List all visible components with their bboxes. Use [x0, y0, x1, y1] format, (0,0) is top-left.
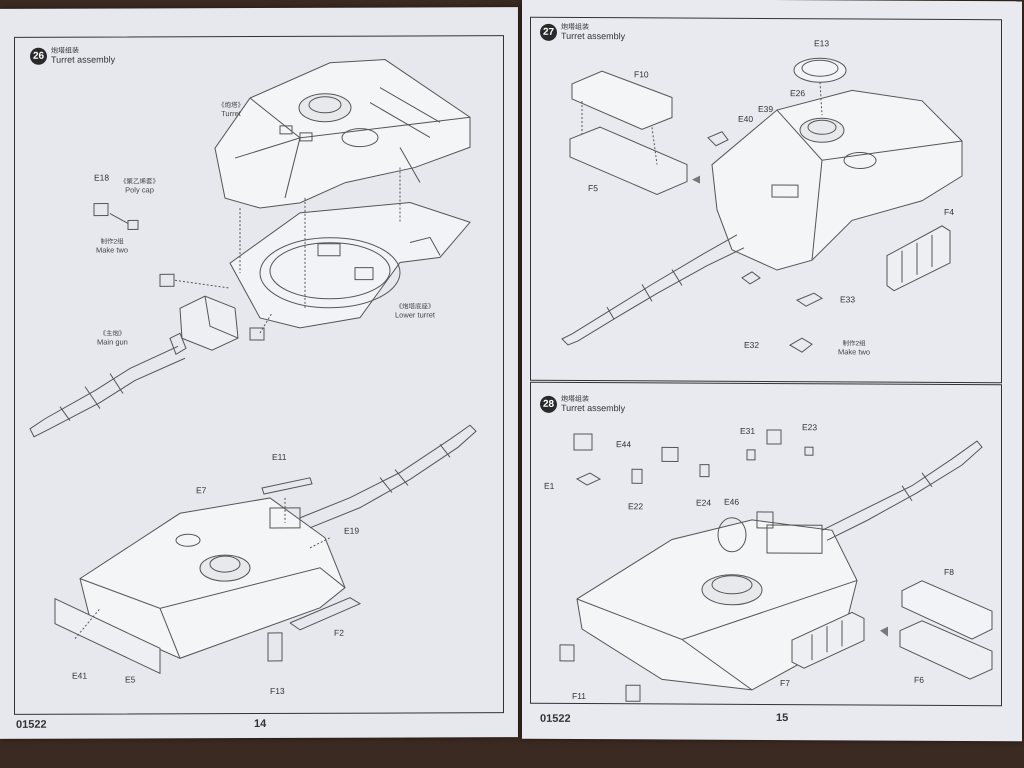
part-label-e23: E23 [802, 422, 818, 433]
part-label-f11: F11 [572, 690, 587, 702]
part-label-e11: E11 [272, 451, 287, 462]
part-label-e31: E31 [740, 425, 756, 436]
part-label-f8: F8 [944, 566, 954, 577]
left-page: 26 炮塔组装 Turret assembly [0, 7, 518, 739]
page-number: 14 [254, 717, 267, 731]
part-label-e44: E44 [616, 439, 632, 450]
polycap-label: 《聚乙烯套》Poly cap [120, 178, 159, 195]
lower-turret-label: 《炮塔底座》Lower turret [395, 303, 436, 320]
step-27-drawing [522, 0, 1022, 741]
part-label-e7: E7 [196, 485, 207, 496]
part-label-f2: F2 [334, 627, 344, 638]
main-gun-label: 《主炮》Main gun [97, 330, 128, 347]
part-label-e24: E24 [696, 497, 712, 508]
part-label-e5: E5 [125, 674, 136, 685]
turret-label: 《炮塔》Turret [218, 102, 244, 119]
right-page: 27 炮塔组装 Turret assembly [522, 0, 1022, 742]
page-number: 15 [776, 712, 789, 725]
step-28-drawing [522, 0, 1022, 741]
part-label-f6: F6 [914, 674, 924, 685]
part-label-e1: E1 [544, 480, 555, 491]
part-label-e41: E41 [72, 670, 88, 681]
part-label-e18: E18 [94, 172, 110, 183]
part-label-e22: E22 [628, 501, 644, 512]
page-code: 01522 [540, 712, 571, 725]
part-label-f13: F13 [270, 685, 285, 696]
page-code: 01522 [16, 718, 47, 731]
turret-lower-assembly-drawing [0, 7, 518, 739]
turret-upper-exploded-drawing [0, 7, 518, 739]
part-label-e19: E19 [344, 525, 360, 536]
part-label-f7: F7 [780, 678, 790, 689]
part-label-e46: E46 [724, 496, 740, 507]
